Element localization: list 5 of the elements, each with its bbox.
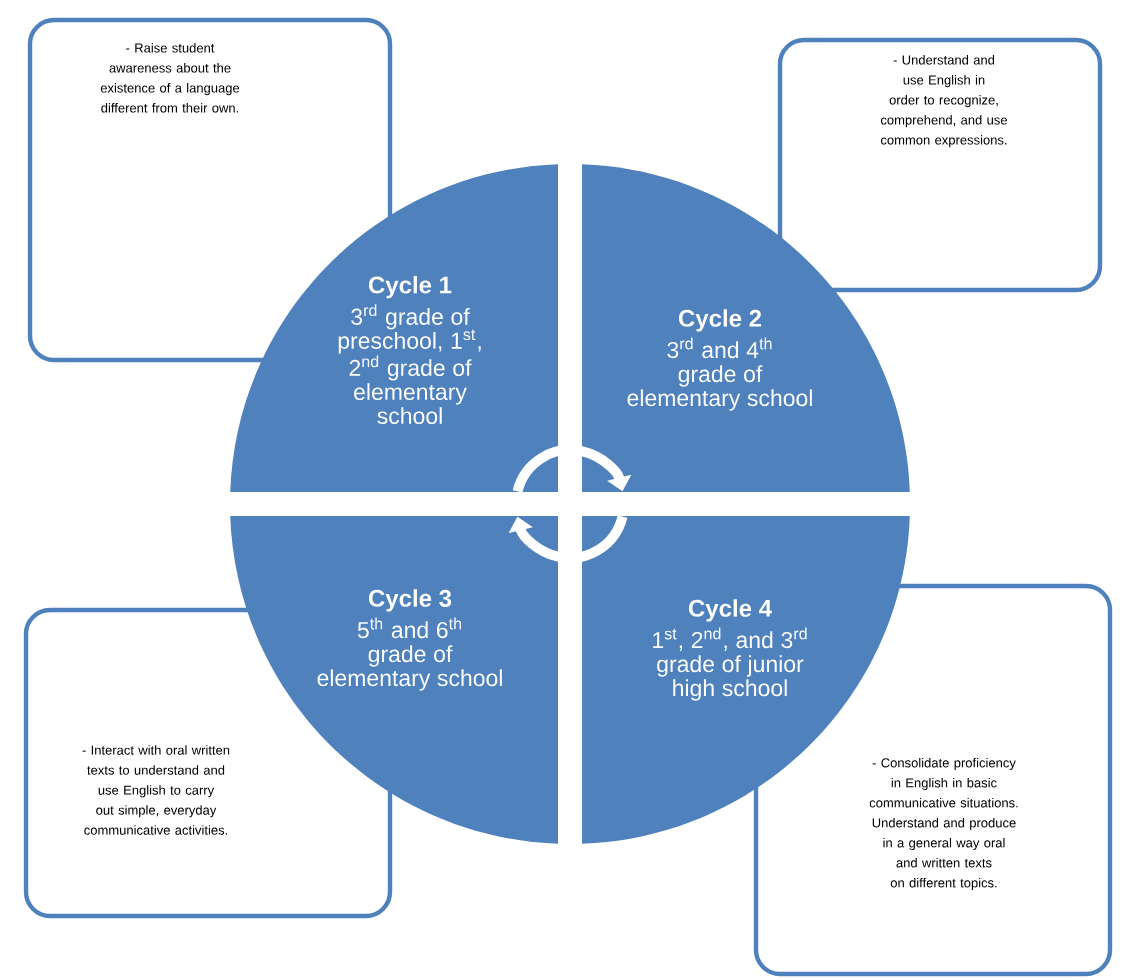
quadrant: Cycle 3 5$^{th}$ and 6$^{th}$ grade of elementary school: [230, 515, 558, 844]
quadrant: Cycle 1 3$^{rd}$ grade of preschool, 1$^{st}$, 2$^{nd}$ grade of elementary school: [230, 164, 558, 492]
quadrant: Cycle 2 3$^{rd}$ and 4$^{th}$ grade of elementary school: [582, 164, 910, 492]
cycle-arrow: [512, 445, 632, 493]
cycle-arrow: [508, 515, 628, 563]
